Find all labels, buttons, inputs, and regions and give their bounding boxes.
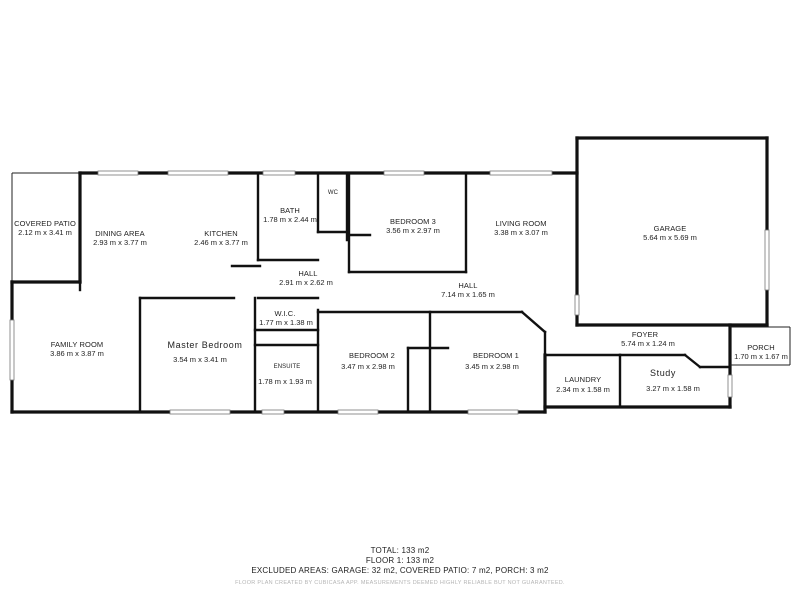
bedroom-3-label: BEDROOM 3 bbox=[390, 217, 436, 226]
hall-main-dims: 7.14 m x 1.65 m bbox=[441, 290, 495, 299]
interior-walls bbox=[78, 171, 732, 414]
wic-dims: 1.77 m x 1.38 m bbox=[259, 318, 313, 327]
garage-dims: 5.64 m x 5.69 m bbox=[643, 233, 697, 242]
master-bedroom-dims: 3.54 m x 3.41 m bbox=[173, 355, 227, 364]
wc-label: WC bbox=[328, 190, 339, 196]
window bbox=[167, 170, 229, 176]
window bbox=[467, 409, 519, 415]
family-room-dims: 3.86 m x 3.87 m bbox=[50, 349, 104, 358]
bedroom-1-dims: 3.45 m x 2.98 m bbox=[465, 362, 519, 371]
dining-area-dims: 2.93 m x 3.77 m bbox=[93, 238, 147, 247]
ensuite-dims: 1.78 m x 1.93 m bbox=[258, 377, 312, 386]
porch-dims: 1.70 m x 1.67 m bbox=[734, 352, 788, 361]
window bbox=[489, 170, 553, 176]
bedroom-2-dims: 3.47 m x 2.98 m bbox=[341, 362, 395, 371]
window bbox=[574, 294, 580, 316]
hall-small-dims: 2.91 m x 2.62 m bbox=[279, 278, 333, 287]
study-label: Study bbox=[650, 368, 676, 378]
bedroom-3-dims: 3.56 m x 2.97 m bbox=[386, 226, 440, 235]
garage-label: GARAGE bbox=[654, 224, 687, 233]
disclaimer-text: FLOOR PLAN CREATED BY CUBICASA APP. MEAS… bbox=[235, 580, 565, 586]
porch-area bbox=[730, 326, 791, 366]
kitchen-dims: 2.46 m x 3.77 m bbox=[194, 238, 248, 247]
bath-label: BATH bbox=[280, 206, 300, 215]
master-bedroom-label: Master Bedroom bbox=[168, 340, 243, 350]
bedroom-1-label: BEDROOM 1 bbox=[473, 351, 519, 360]
foyer-label: FOYER bbox=[632, 330, 659, 339]
wic-label: W.I.C. bbox=[274, 309, 295, 318]
living-room-label: LIVING ROOM bbox=[495, 219, 546, 228]
window bbox=[169, 409, 231, 415]
covered-patio-dims: 2.12 m x 3.41 m bbox=[18, 228, 72, 237]
living-room-dims: 3.38 m x 3.07 m bbox=[494, 228, 548, 237]
floor-1-area: FLOOR 1: 133 m2 bbox=[365, 556, 435, 565]
hall-main-label: HALL bbox=[458, 281, 477, 290]
windows bbox=[9, 170, 770, 415]
family-room-label: FAMILY ROOM bbox=[51, 340, 104, 349]
dining-area-label: DINING AREA bbox=[95, 229, 144, 238]
window bbox=[727, 374, 733, 398]
window bbox=[764, 229, 770, 291]
window bbox=[261, 409, 285, 415]
window bbox=[9, 319, 15, 381]
window bbox=[337, 409, 379, 415]
foyer-dims: 5.74 m x 1.24 m bbox=[621, 339, 675, 348]
total-area: TOTAL: 133 m2 bbox=[370, 546, 430, 555]
window bbox=[383, 170, 425, 176]
hall-small-label: HALL bbox=[298, 269, 317, 278]
kitchen-label: KITCHEN bbox=[204, 229, 238, 238]
porch-label: PORCH bbox=[747, 343, 775, 352]
laundry-dims: 2.34 m x 1.58 m bbox=[556, 385, 610, 394]
bedroom-2-label: BEDROOM 2 bbox=[349, 351, 395, 360]
room-labels: COVERED PATIO 2.12 m x 3.41 m DINING ARE… bbox=[14, 190, 788, 394]
window bbox=[97, 170, 139, 176]
laundry-label: LAUNDRY bbox=[565, 375, 601, 384]
study-dims: 3.27 m x 1.58 m bbox=[646, 384, 700, 393]
excluded-areas: EXCLUDED AREAS: GARAGE: 32 m2, COVERED P… bbox=[251, 566, 549, 575]
window bbox=[262, 170, 296, 176]
covered-patio-label: COVERED PATIO bbox=[14, 219, 76, 228]
bath-dims: 1.78 m x 2.44 m bbox=[263, 215, 317, 224]
ensuite-label: ENSUITE bbox=[274, 364, 301, 370]
